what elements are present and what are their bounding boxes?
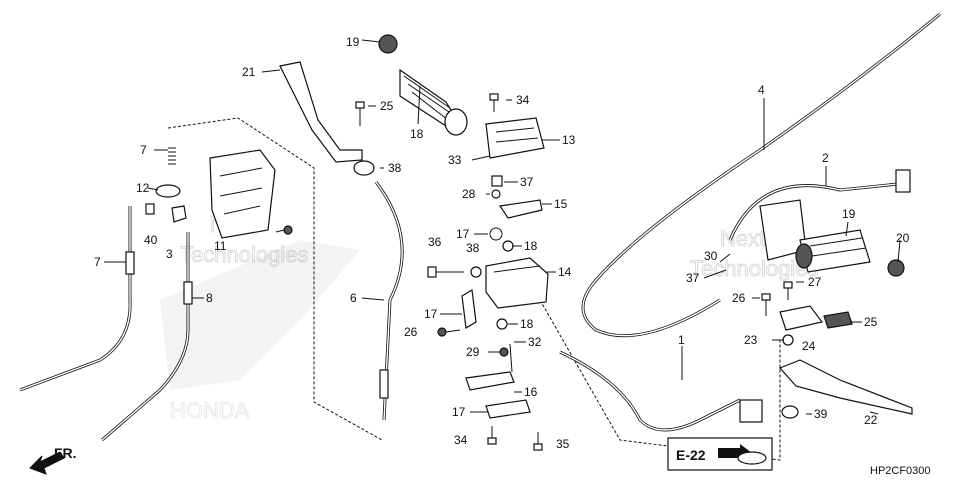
- callout-7-left: 7: [94, 255, 101, 269]
- callout-38-top: 38: [388, 161, 402, 175]
- callout-16: 17: [452, 405, 466, 419]
- callout-25-right: 26: [732, 291, 746, 305]
- callout-15: 17: [424, 307, 438, 321]
- callout-25-top: 25: [380, 99, 394, 113]
- reference-box: E-22: [667, 437, 773, 471]
- throttle-housing-assembly: [145, 147, 293, 239]
- svg-text:Technologies: Technologies: [180, 242, 308, 267]
- callout-38-right: 39: [814, 407, 828, 421]
- callout-6: 6: [350, 291, 357, 305]
- brand-watermark: HONDA: [160, 240, 360, 423]
- callout-24: 25: [864, 315, 878, 329]
- brake-lever: [778, 359, 913, 419]
- callout-34-right: 35: [556, 437, 570, 451]
- throttle-cable-left: [19, 206, 135, 392]
- callout-30: 30: [704, 249, 718, 263]
- svg-text:Next: Next: [720, 226, 765, 251]
- lever-holder: [779, 305, 853, 346]
- callout-35: 37: [686, 271, 700, 285]
- callout-5: 7: [140, 143, 147, 157]
- callout-33: 34: [516, 93, 530, 107]
- callout-1: 1: [678, 333, 685, 347]
- callout-34-left: 34: [454, 433, 468, 447]
- front-direction-label: FR.: [54, 445, 77, 461]
- front-arrow-icon: [29, 451, 65, 475]
- callout-13: 16: [524, 385, 538, 399]
- callout-12: 15: [554, 197, 568, 211]
- callout-4: 4: [758, 83, 765, 97]
- reference-label: E-22: [676, 447, 706, 463]
- callout-18-top: 18: [410, 127, 424, 141]
- callout-26: 26: [404, 325, 418, 339]
- screws-right: [761, 281, 793, 316]
- callout-9: 12: [136, 181, 150, 195]
- callout-numbers: 7 12 40 3 7 8 11 21 19 18 25 38 6 34 13 …: [94, 35, 910, 451]
- callout-17-bottom: 18: [520, 317, 534, 331]
- callout-3: 3: [166, 247, 173, 261]
- callout-37-mid: 38: [466, 241, 480, 255]
- callout-20: 21: [242, 65, 256, 79]
- callout-36: 36: [428, 235, 442, 249]
- grip-top: [378, 34, 468, 136]
- callout-10: 13: [562, 133, 576, 147]
- callout-39: 40: [144, 233, 158, 247]
- parking-lever: [279, 61, 363, 163]
- callout-37-top: 37: [520, 175, 534, 189]
- brake-cable-4: [581, 12, 941, 338]
- switch-housing-assembly: [427, 93, 549, 451]
- callout-11: 14: [558, 265, 572, 279]
- callout-28: 28: [462, 187, 476, 201]
- callout-21: 22: [864, 413, 878, 427]
- callout-7-right: 8: [206, 291, 213, 305]
- callout-18-right: 19: [842, 207, 856, 221]
- callout-19-top: 19: [346, 35, 360, 49]
- callout-32: 33: [448, 153, 462, 167]
- callout-23: 24: [802, 339, 816, 353]
- brand-watermark-text: HONDA: [170, 398, 250, 423]
- callout-17-top: 18: [524, 239, 538, 253]
- callout-8: 11: [214, 239, 227, 253]
- front-direction-indicator: FR.: [29, 445, 77, 475]
- callout-27: 27: [808, 275, 822, 289]
- grip-right: [759, 199, 905, 277]
- throttle-cable-1: [559, 350, 763, 432]
- callout-19-right: 20: [896, 231, 910, 245]
- callout-2: 2: [822, 151, 829, 165]
- brake-cable-6: [374, 181, 404, 421]
- nut-38-top: [353, 160, 375, 176]
- callout-31: 32: [528, 335, 542, 349]
- screw-25-top: [355, 101, 365, 126]
- callout-29: 29: [466, 345, 480, 359]
- leader-lines: [104, 39, 901, 415]
- callout-22: 23: [744, 333, 758, 347]
- switch-harness-2: [728, 169, 911, 241]
- diagram-code: HP2CF0300: [870, 465, 931, 477]
- throttle-cable-right: [101, 232, 193, 442]
- callout-14: 17: [456, 227, 470, 241]
